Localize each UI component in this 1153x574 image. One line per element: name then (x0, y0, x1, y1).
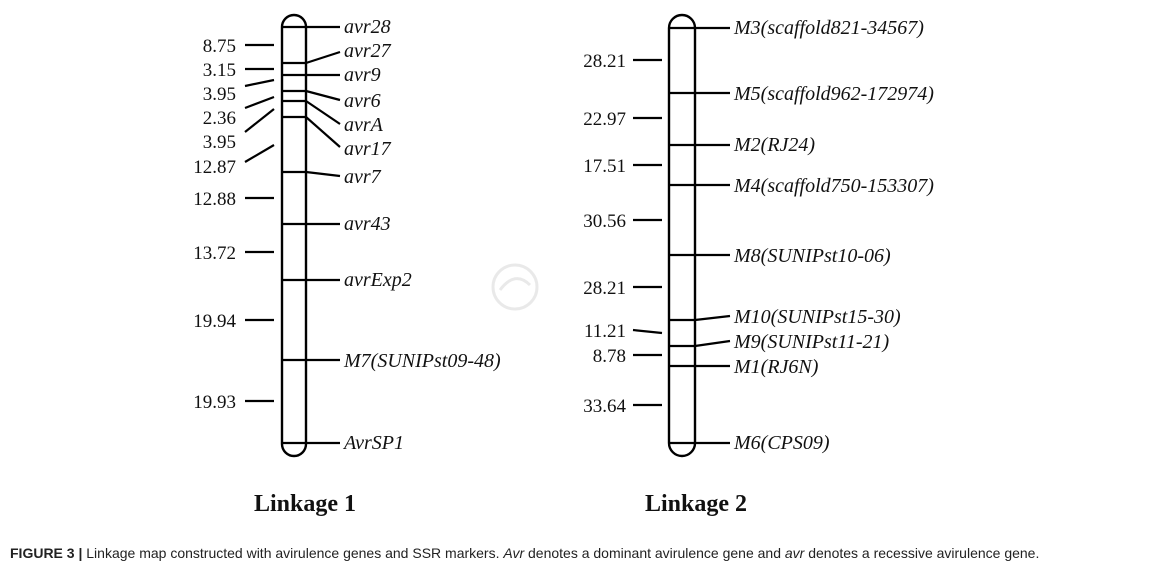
linkage-2-marker-label: M4(scaffold750-153307) (733, 175, 934, 197)
linkage-1-distance-label: 3.95 (203, 84, 236, 105)
watermark-logo (491, 263, 539, 311)
linkage-2-title: Linkage 2 (645, 491, 747, 517)
linkage-1-distance-tick (244, 108, 275, 133)
linkage-1-distance-label: 12.87 (193, 157, 236, 178)
linkage-1-distance-tick (244, 78, 275, 88)
linkage-2-marker-label: M10(SUNIPst15-30) (733, 306, 901, 328)
linkage-1-marker-connector (305, 50, 341, 65)
linkage-1-marker-connector (305, 170, 341, 178)
linkage-1-marker-label: avr28 (344, 16, 391, 38)
linkage-2-marker-connector (694, 314, 731, 322)
linkage-1-marker-label: M7(SUNIPst09-48) (343, 350, 501, 372)
linkage-1-marker-connector (305, 116, 341, 148)
linkage-2-marker-label: M9(SUNIPst11-21) (733, 331, 889, 353)
caption-text: Linkage map constructed with avirulence … (82, 545, 504, 561)
linkage-1-distance-label: 19.94 (193, 311, 236, 332)
figure-label: FIGURE 3 | (10, 545, 83, 561)
linkage-1-distance-tick (244, 144, 275, 163)
linkage-1-marker-label: avr6 (344, 90, 381, 112)
linkage-1-distance-tick (244, 95, 275, 110)
linkage-2-distance-tick (632, 328, 663, 335)
linkage-1-chromosome-bar (280, 13, 308, 458)
linkage-2-distance-label: 30.56 (583, 211, 626, 232)
figure-caption: FIGURE 3 | Linkage map constructed with … (10, 545, 1150, 561)
linkage-1-distance-label: 8.75 (203, 36, 236, 57)
linkage-2-distance-label: 22.97 (583, 109, 626, 130)
linkage-2-group: 28.21 22.97 17.51 30.56 28.21 11.21 8.78… (583, 13, 934, 517)
linkage-2-distance-label: 8.78 (593, 346, 626, 367)
linkage-2-distance-label: 11.21 (584, 321, 626, 342)
linkage-1-marker-label: avr9 (344, 64, 381, 86)
linkage-2-marker-label: M8(SUNIPst10-06) (733, 245, 891, 267)
linkage-2-distance-label: 17.51 (583, 156, 626, 177)
linkage-2-marker-label: M6(CPS09) (733, 432, 830, 454)
caption-term-recessive: avr (784, 545, 805, 561)
linkage-2-marker-label: M2(RJ24) (733, 134, 815, 156)
linkage-2-marker-label: M5(scaffold962-172974) (733, 83, 934, 105)
linkage-2-distance-label: 28.21 (583, 51, 626, 72)
linkage-1-distance-label: 2.36 (203, 108, 236, 129)
linkage-1-marker-label: avrExp2 (344, 269, 412, 291)
linkage-2-distance-label: 33.64 (583, 396, 626, 417)
linkage-1-group: 8.75 3.15 3.95 2.36 3.95 12.87 12.88 13.… (193, 13, 501, 517)
linkage-2-distance-label: 28.21 (583, 278, 626, 299)
linkage-1-title: Linkage 1 (254, 491, 356, 517)
linkage-1-marker-label: avr43 (344, 213, 391, 235)
linkage-1-marker-connector (305, 89, 341, 102)
linkage-1-distance-label: 19.93 (193, 392, 236, 413)
linkage-2-marker-label: M3(scaffold821-34567) (733, 17, 924, 39)
caption-term-dominant: Avr (503, 545, 525, 561)
linkage-2-marker-connector (694, 339, 731, 348)
linkage-1-marker-label: avr7 (344, 166, 382, 188)
linkage-1-marker-connector (305, 100, 341, 125)
linkage-1-marker-label: avrA (344, 114, 384, 136)
caption-text: denotes a recessive avirulence gene. (804, 545, 1040, 561)
linkage-2-chromosome-bar (667, 13, 697, 458)
caption-text: denotes a dominant avirulence gene and (524, 545, 785, 561)
linkage-1-marker-label: avr27 (344, 40, 392, 62)
linkage-1-marker-label: AvrSP1 (342, 432, 404, 454)
linkage-1-distance-label: 13.72 (193, 243, 236, 264)
linkage-1-distance-label: 12.88 (193, 189, 236, 210)
linkage-2-marker-label: M1(RJ6N) (733, 356, 819, 378)
linkage-1-distance-label: 3.15 (203, 60, 236, 81)
linkage-1-marker-label: avr17 (344, 138, 392, 160)
linkage-1-distance-label: 3.95 (203, 132, 236, 153)
